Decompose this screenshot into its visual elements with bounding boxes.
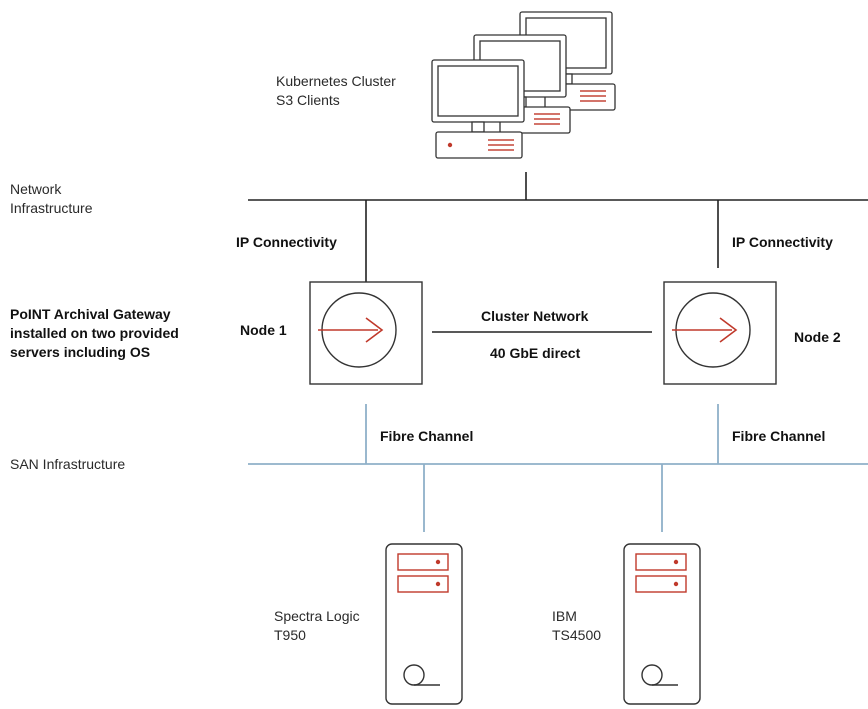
fibre-channel-right-label: Fibre Channel: [732, 428, 826, 444]
client-vent-dots: [447, 90, 606, 151]
node2-label: Node 2: [794, 329, 841, 345]
ip-connectivity-right-label: IP Connectivity: [732, 234, 833, 250]
network-lines: [248, 172, 868, 333]
node1-label: Node 1: [240, 322, 287, 338]
spectra-logic-icon: [385, 543, 463, 705]
network-infrastructure-label: Network Infrastructure: [10, 181, 93, 216]
kubernetes-clients-icon: [431, 11, 616, 159]
spectra-logic-label: Spectra Logic T950: [274, 608, 360, 643]
ibm-ts4500-label: IBM TS4500: [552, 608, 602, 643]
ip-connectivity-left-label: IP Connectivity: [236, 234, 337, 250]
ibm-ts4500-icon: [623, 543, 701, 705]
san-lines: [248, 404, 868, 532]
san-infrastructure-label: SAN Infrastructure: [10, 456, 126, 472]
clients-label: Kubernetes Cluster S3 Clients: [276, 73, 396, 108]
node1-box: [309, 281, 423, 385]
node2-box: [663, 281, 777, 385]
fibre-channel-left-label: Fibre Channel: [380, 428, 474, 444]
cluster-speed-label: 40 GbE direct: [490, 345, 581, 361]
gateway-description: PoINT Archival Gateway installed on two …: [10, 306, 179, 360]
cluster-network-label: Cluster Network: [481, 308, 589, 324]
